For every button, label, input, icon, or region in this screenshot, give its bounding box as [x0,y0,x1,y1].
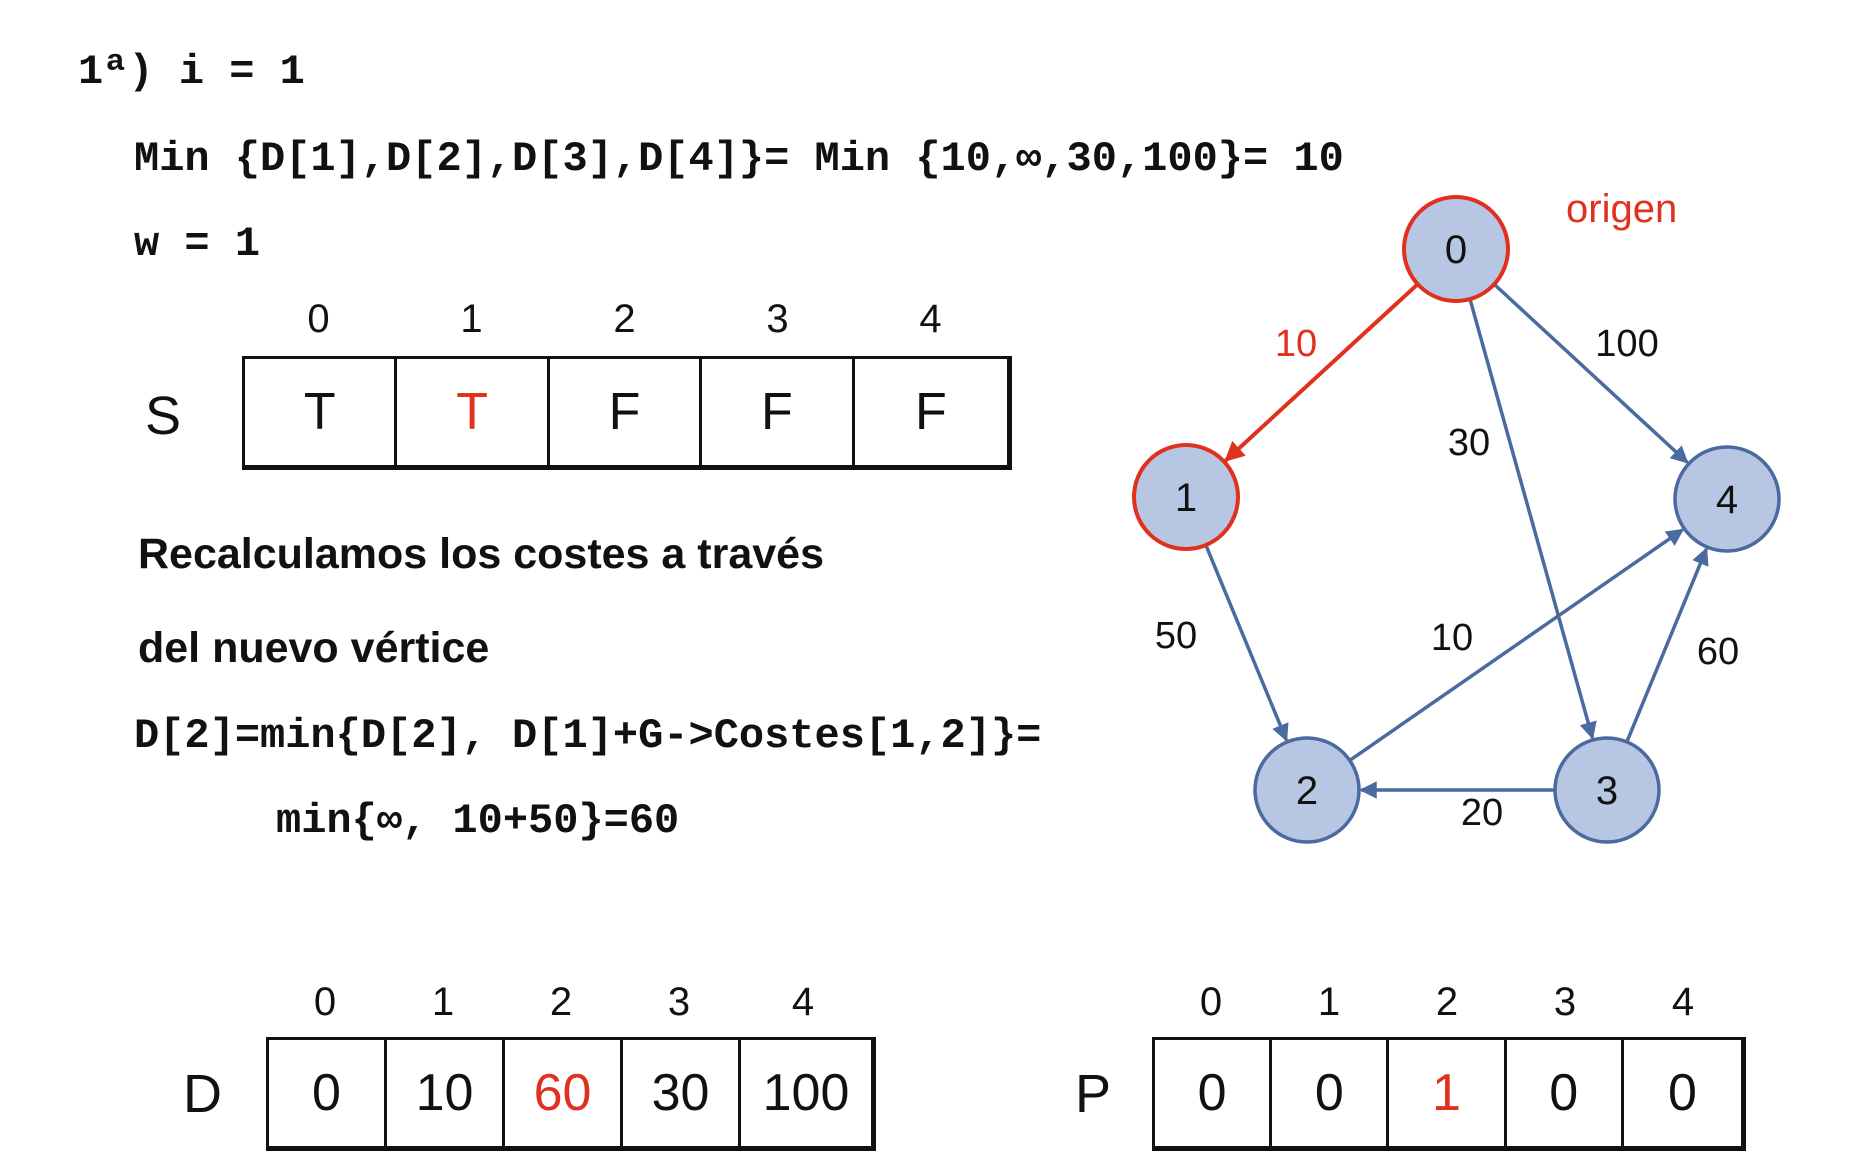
p-array-label: P [1075,1064,1112,1124]
node-label: 0 [1445,228,1467,272]
node-label: 4 [1716,478,1738,522]
s-array-indices: 0 1 2 3 4 [242,297,1007,342]
d-cell: 30 [623,1040,741,1146]
p-cell: 0 [1667,1064,1697,1122]
s-cell: F [914,383,947,441]
d-array-label: D [183,1064,222,1124]
edge-0-4 [1493,282,1689,464]
edge-weight-label: 60 [1697,631,1739,673]
p-index: 4 [1671,980,1695,1024]
s-cell-highlight: T [397,359,550,465]
d-index: 3 [667,980,691,1024]
p-index: 3 [1553,980,1577,1024]
edge-weight-label: 10 [1275,323,1317,365]
edge-weight-label: 50 [1155,615,1197,657]
edge-3-4 [1625,547,1709,743]
d-cell: 100 [762,1064,850,1122]
d-index: 1 [431,980,455,1024]
edge-weight-label: 10 [1431,617,1473,659]
node-2 [1253,736,1361,844]
edge-weight-label: 30 [1448,422,1490,464]
p-index: 1 [1317,980,1341,1024]
p-cell: 0 [1507,1040,1624,1146]
s-cell: T [245,359,398,465]
formula-line-1: D[2]=min{D[2], D[1]+G->Costes[1,2]}= [134,712,1042,760]
d-array-indices: 0 1 2 3 4 [266,980,868,1025]
step-heading: 1ª) i = 1 [78,48,305,96]
p-array-indices: 0 1 2 3 4 [1152,980,1742,1025]
edge-2-4 [1348,528,1685,762]
s-index: 2 [613,297,636,341]
node-3 [1553,736,1661,844]
node-1 [1132,443,1240,551]
edge-weight-label: 20 [1461,792,1503,834]
node-label: 1 [1175,476,1197,520]
p-cell: 0 [1272,1040,1390,1146]
edge-weight-label: 100 [1595,323,1658,365]
d-cell: 0 [269,1040,387,1146]
origin-label: origen [1566,187,1677,231]
node-label: 2 [1296,769,1318,813]
explanation-line-2: del nuevo vértice [138,624,490,672]
s-index: 4 [919,297,942,341]
node-0 [1402,195,1510,303]
s-cell: F [702,359,855,465]
p-array: 0 0 1 0 0 [1152,1037,1746,1151]
s-cell: F [550,359,703,465]
d-cell-highlight: 60 [505,1040,623,1146]
p-cell: 0 [1155,1040,1273,1146]
p-index: 2 [1435,980,1459,1024]
d-cell: 10 [387,1040,505,1146]
edge-0-3 [1468,298,1597,740]
p-cell-highlight: 1 [1389,1040,1507,1146]
s-array-label: S [145,386,182,446]
d-index: 4 [791,980,815,1024]
edge-1-2 [1204,544,1289,742]
edge-0-1 [1224,282,1420,462]
s-index: 0 [307,297,330,341]
s-index: 3 [766,297,789,341]
node-4 [1673,445,1781,553]
min-computation: Min {D[1],D[2],D[3],D[4]}= Min {10,∞,30,… [134,135,1344,183]
d-array: 0 10 60 30 100 [266,1037,876,1151]
explanation-line-1: Recalculamos los costes a través [138,530,824,578]
formula-line-2: min{∞, 10+50}=60 [276,797,680,845]
node-label: 3 [1596,769,1618,813]
s-index: 1 [460,297,483,341]
d-index: 0 [313,980,337,1024]
w-assignment: w = 1 [134,220,261,268]
p-index: 0 [1199,980,1223,1024]
d-index: 2 [549,980,573,1024]
s-array: T T F F F [242,356,1012,470]
